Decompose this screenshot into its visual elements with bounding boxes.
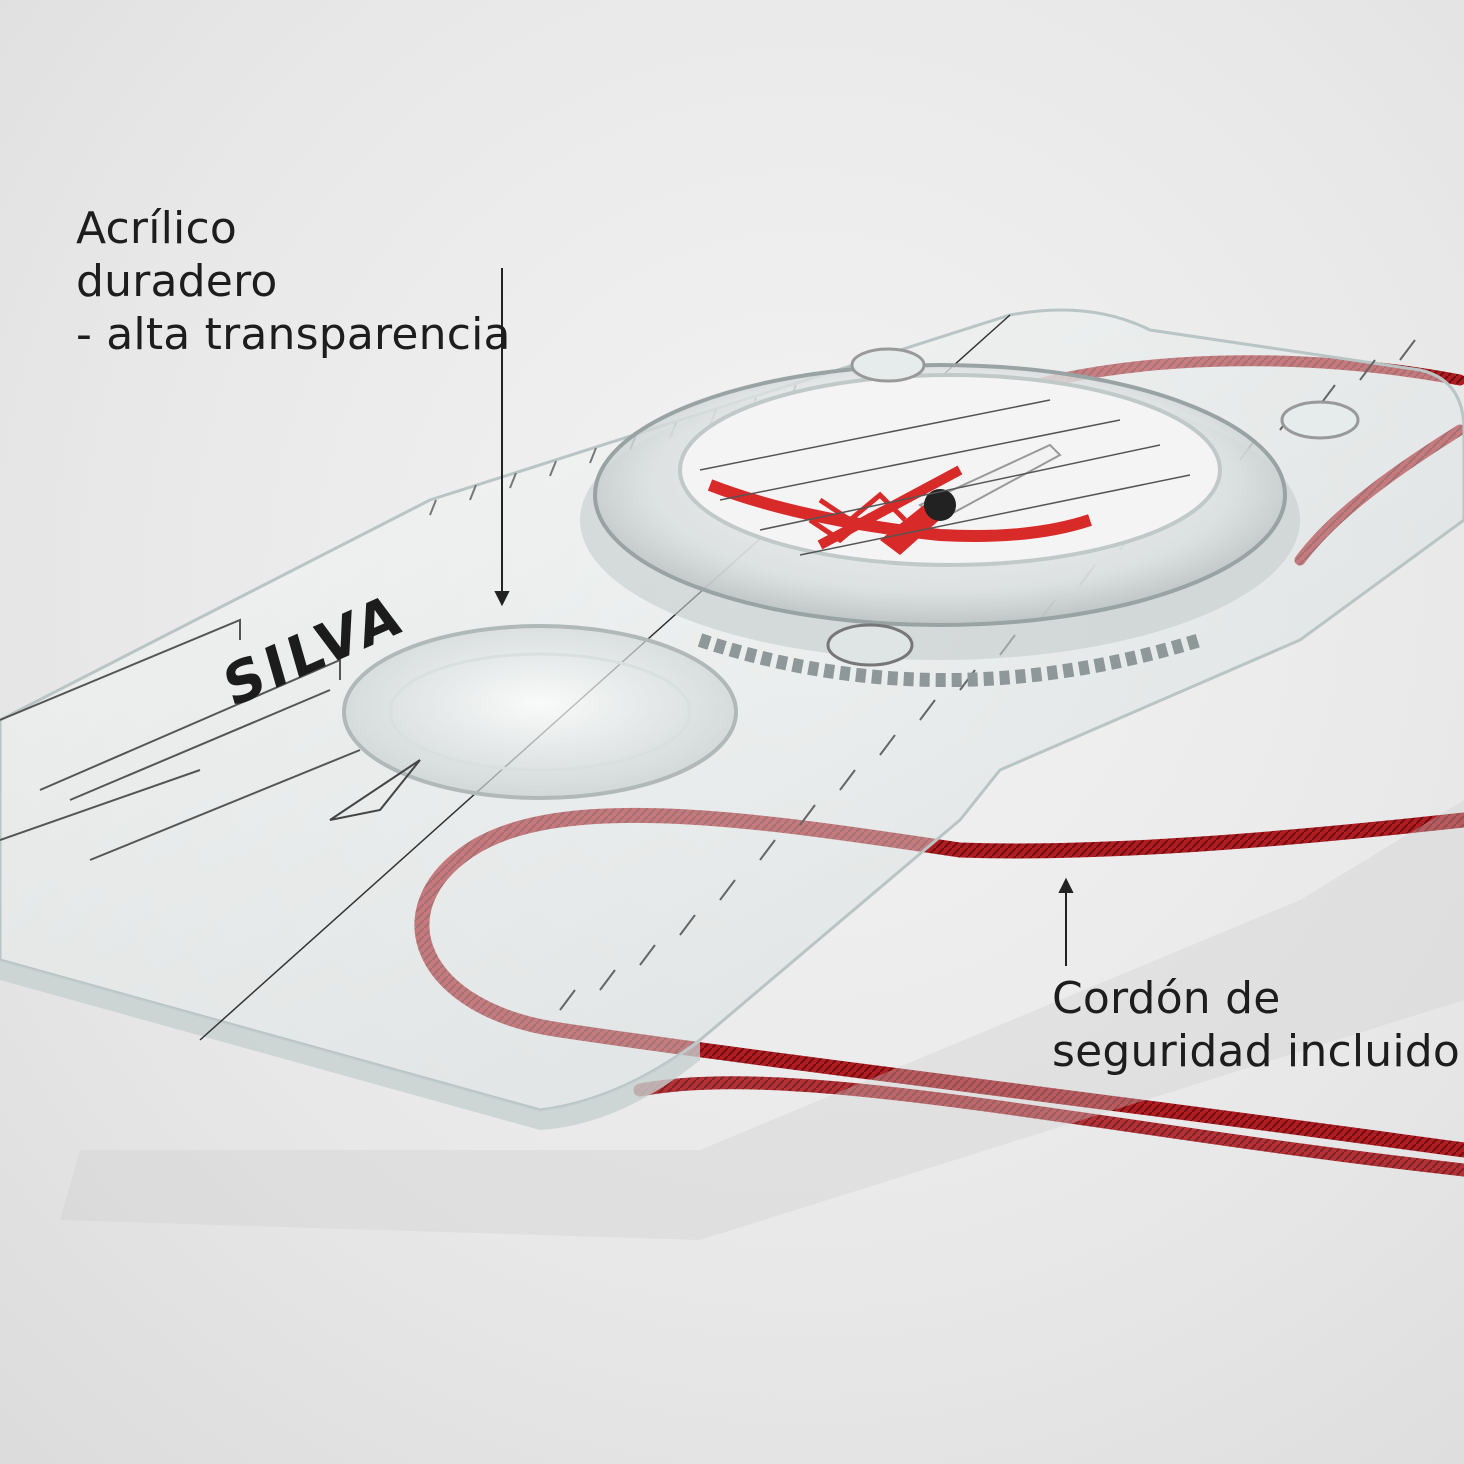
acrylic-callout: Acrílico duradero - alta transparencia [76, 202, 511, 361]
cord-arrowhead [1058, 877, 1074, 893]
cord-callout: Cordón de seguridad incluido [1052, 972, 1460, 1078]
acrylic-callout-line-2: duradero [76, 256, 278, 307]
magnifier-lens [329, 624, 738, 821]
acrylic-arrowhead [494, 591, 510, 607]
acrylic-callout-line-1: Acrílico [76, 203, 237, 254]
acrylic-callout-line-3: - alta transparencia [76, 309, 511, 360]
compass-housing [580, 347, 1360, 687]
cord-callout-line-1: Cordón de [1052, 973, 1281, 1024]
callout-lines [494, 268, 1074, 966]
cord-callout-line-2: seguridad incluido [1052, 1026, 1461, 1077]
